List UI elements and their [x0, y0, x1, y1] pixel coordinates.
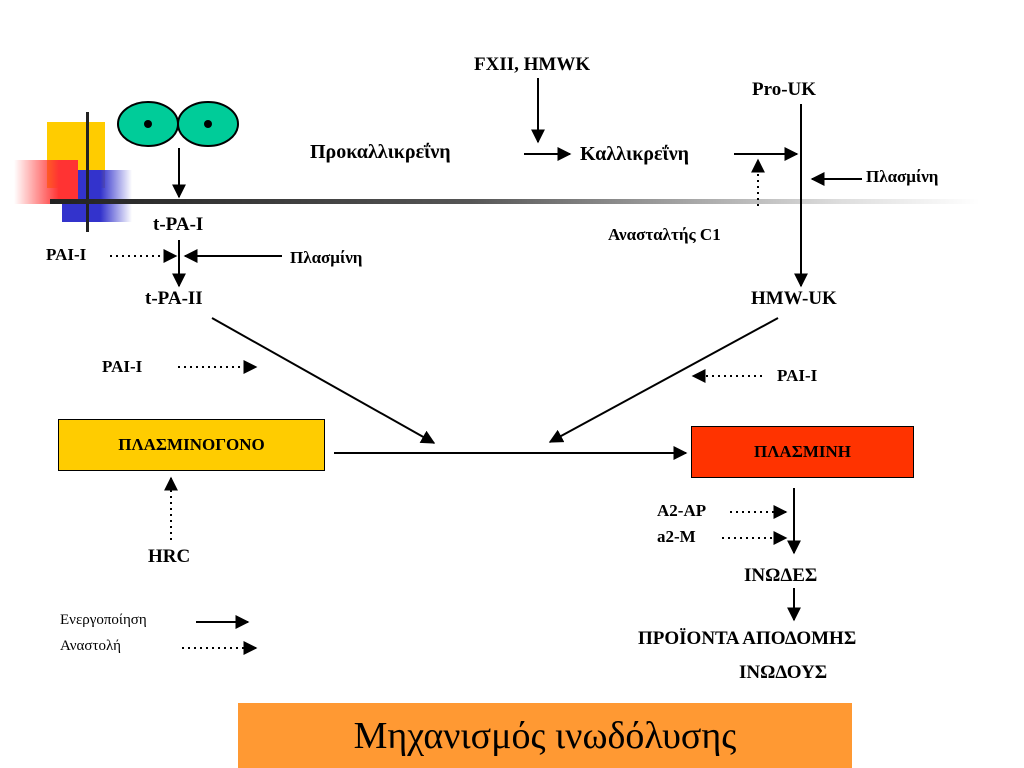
- plasminogen-box: ΠΛΑΣΜΙΝΟΓΟΝΟ: [58, 419, 325, 471]
- label-c1-inhibitor: Ανασταλτής C1: [608, 225, 721, 244]
- label-fibrin: ΙΝΩΔΕΣ: [744, 565, 818, 586]
- label-fxii-hmwk: FXII, HMWK: [474, 54, 591, 75]
- label-kallikrein: Καλλικρεΐνη: [580, 143, 690, 165]
- label-degradation-line1: ΠΡΟΪΟΝΤΑ ΑΠΟΔΟΜΗΣ: [638, 628, 857, 649]
- arrow-hmwuk-center: [548, 317, 779, 443]
- title-banner: Μηχανισμός ινωδόλυσης: [238, 703, 852, 768]
- legend-activation-label: Ενεργοποίηση: [60, 612, 147, 628]
- deco-red-square: [14, 160, 78, 204]
- label-a2-ap: Α2-ΑΡ: [657, 501, 707, 520]
- plasmin-box: ΠΛΑΣΜΙΝΗ: [691, 426, 914, 478]
- label-pro-uk: Pro-UK: [752, 79, 817, 100]
- slide-title: Μηχανισμός ινωδόλυσης: [353, 714, 737, 757]
- deco-horizontal-line: [50, 199, 980, 204]
- label-tpa-i: t-PA-I: [153, 214, 204, 235]
- arrow-tpa2-center: [211, 317, 436, 444]
- label-pai-i-top: PAI-I: [46, 245, 87, 264]
- label-degradation-line2: ΙΝΩΔΟΥΣ: [739, 662, 828, 683]
- label-pai-i-left: PAI-I: [102, 357, 143, 376]
- deco-vertical-line: [86, 112, 89, 232]
- label-a2-m: a2-M: [657, 527, 696, 546]
- label-prekallikrein: Προκαλλικρεΐνη: [310, 141, 451, 163]
- label-pai-i-right: PAI-I: [777, 366, 818, 385]
- label-tpa-ii: t-PA-II: [145, 288, 203, 309]
- label-plasmin-left: Πλασμίνη: [290, 248, 363, 267]
- legend-inhibition-label: Αναστολή: [60, 638, 121, 654]
- endothelial-cell-icon: [117, 101, 239, 147]
- label-hrc: HRC: [148, 546, 191, 567]
- label-hmw-uk: HMW-UK: [751, 288, 837, 309]
- label-plasmin-right: Πλασμίνη: [866, 167, 939, 186]
